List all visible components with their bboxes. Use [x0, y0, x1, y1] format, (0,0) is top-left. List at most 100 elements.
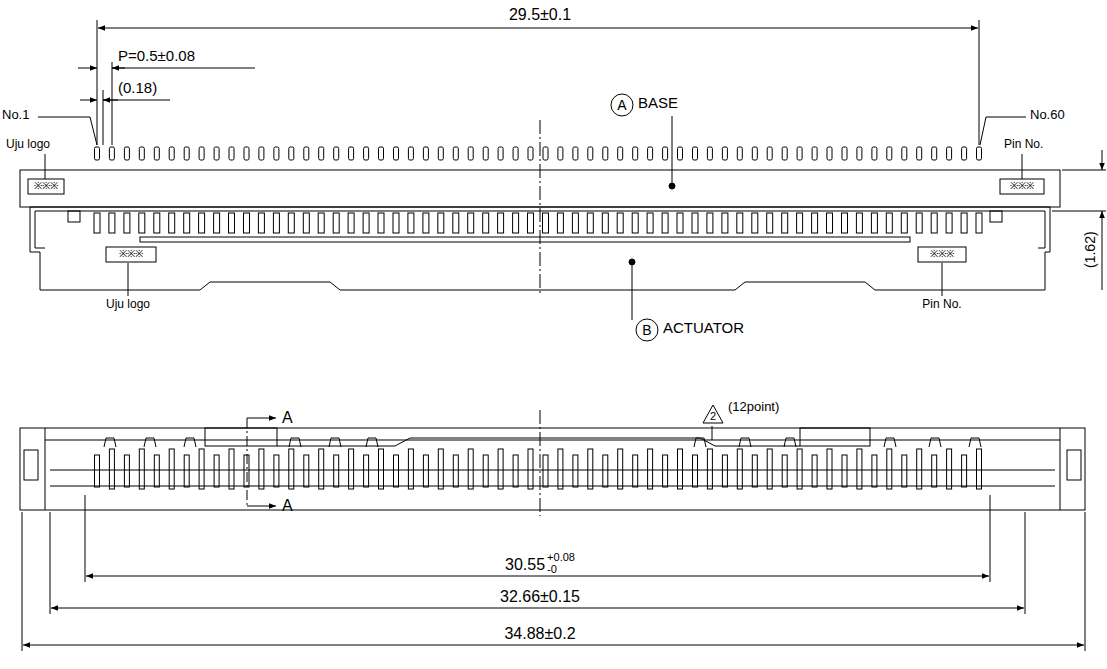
section-arrow [247, 506, 276, 507]
pin-tail [95, 147, 100, 160]
bottom-contact [678, 449, 683, 489]
pin-tail [797, 147, 802, 160]
section-line [247, 418, 248, 508]
connector-bottom-outline [20, 428, 1085, 510]
pin-number-label: No.60 [1030, 108, 1065, 122]
bottom-contact [364, 455, 369, 487]
actuator-contact [856, 213, 862, 233]
bottom-contact [274, 455, 279, 487]
actuator-contact [722, 213, 728, 233]
bottom-contact [663, 455, 668, 487]
dimension-text: (0.18) [118, 80, 157, 97]
dimension-line [86, 576, 989, 577]
bottom-contact [588, 449, 593, 489]
pin-tail [782, 147, 787, 160]
callout-text: BASE [638, 95, 678, 112]
pin-tail [124, 147, 129, 160]
leader-line [128, 263, 129, 296]
actuator-contact [468, 213, 474, 233]
side-lock [24, 450, 38, 480]
latch-tooth [929, 438, 941, 447]
bottom-contact [438, 449, 443, 489]
pin-tail [633, 147, 638, 160]
bottom-contact [917, 449, 922, 489]
actuator-contact [169, 213, 175, 233]
pin-tail [827, 147, 832, 160]
pin-tail [319, 147, 324, 160]
extension-line [979, 20, 980, 145]
actuator-contact [184, 213, 190, 233]
actuator-contact [139, 213, 145, 233]
dimension-text: 29.5±0.1 [509, 6, 571, 24]
extension-line [22, 512, 23, 651]
actuator-contact [229, 213, 235, 233]
triangle-outline [703, 405, 723, 423]
bottom-contact [737, 449, 742, 489]
circle-outline [611, 94, 633, 116]
actuator-contact [961, 213, 967, 233]
actuator-contact [498, 213, 504, 233]
actuator-contact [109, 213, 115, 233]
actuator-contact [408, 213, 414, 233]
pin-tail [423, 147, 428, 160]
pin-tail [394, 147, 399, 160]
actuator-slot [140, 237, 910, 242]
actuator-contact [333, 213, 339, 233]
pin-tail [528, 147, 533, 160]
actuator-contact [318, 213, 324, 233]
bottom-contact [139, 449, 144, 489]
pin-tail [334, 147, 339, 160]
tolerance-lower: -0 [547, 563, 557, 575]
actuator-key [68, 211, 80, 222]
extension-line [1052, 211, 1106, 212]
bottom-contact [932, 455, 937, 487]
bottom-contact [857, 449, 862, 489]
extension-line [97, 20, 98, 145]
bottom-contact [693, 455, 698, 487]
pin-tail [573, 147, 578, 160]
dimension-line [1102, 211, 1103, 290]
actuator-contact [543, 213, 549, 233]
note-triangle: 2(12point) [702, 404, 724, 424]
bottom-contact [289, 449, 294, 489]
actuator-contact [602, 213, 608, 233]
leader-line [1022, 154, 1023, 179]
actuator-contact [677, 213, 683, 233]
bottom-contact [95, 455, 100, 487]
raised-bar [800, 428, 870, 446]
dimension-line [103, 100, 170, 101]
bottom-contact [947, 449, 952, 489]
actuator-contact [258, 213, 264, 233]
pitch-dimension: P=0.5±0.08 [118, 48, 195, 65]
pin-tail [498, 147, 503, 160]
bottom-contact [453, 455, 458, 487]
bottom-contact [109, 449, 114, 489]
raised-bar [205, 428, 277, 446]
actuator-contact [273, 213, 279, 233]
bottom-contact [573, 455, 578, 487]
extension-line [112, 62, 113, 145]
bottom-contact [468, 449, 473, 489]
pin-tail [483, 147, 488, 160]
logo-label: Uju logo [6, 138, 50, 151]
extension-line [50, 512, 51, 614]
bottom-contact [842, 455, 847, 487]
side-lock [1067, 450, 1081, 480]
dimension-line [103, 100, 118, 101]
bottom-contact [259, 449, 264, 489]
bottom-contact [214, 455, 219, 487]
actuator-contact [423, 213, 429, 233]
leader-dot [629, 259, 635, 265]
pin-tail [379, 147, 384, 160]
pin-tail [678, 147, 683, 160]
actuator-contact [871, 213, 877, 233]
pin-tail [184, 147, 189, 160]
dimension-line [51, 608, 1024, 609]
actuator-contact [647, 213, 653, 233]
bottom-contact [603, 455, 608, 487]
bottom-contact [618, 449, 623, 489]
latch-tooth [366, 438, 378, 447]
pin-tail [438, 147, 443, 160]
pin-tail [932, 147, 937, 160]
bottom-contact [334, 455, 339, 487]
